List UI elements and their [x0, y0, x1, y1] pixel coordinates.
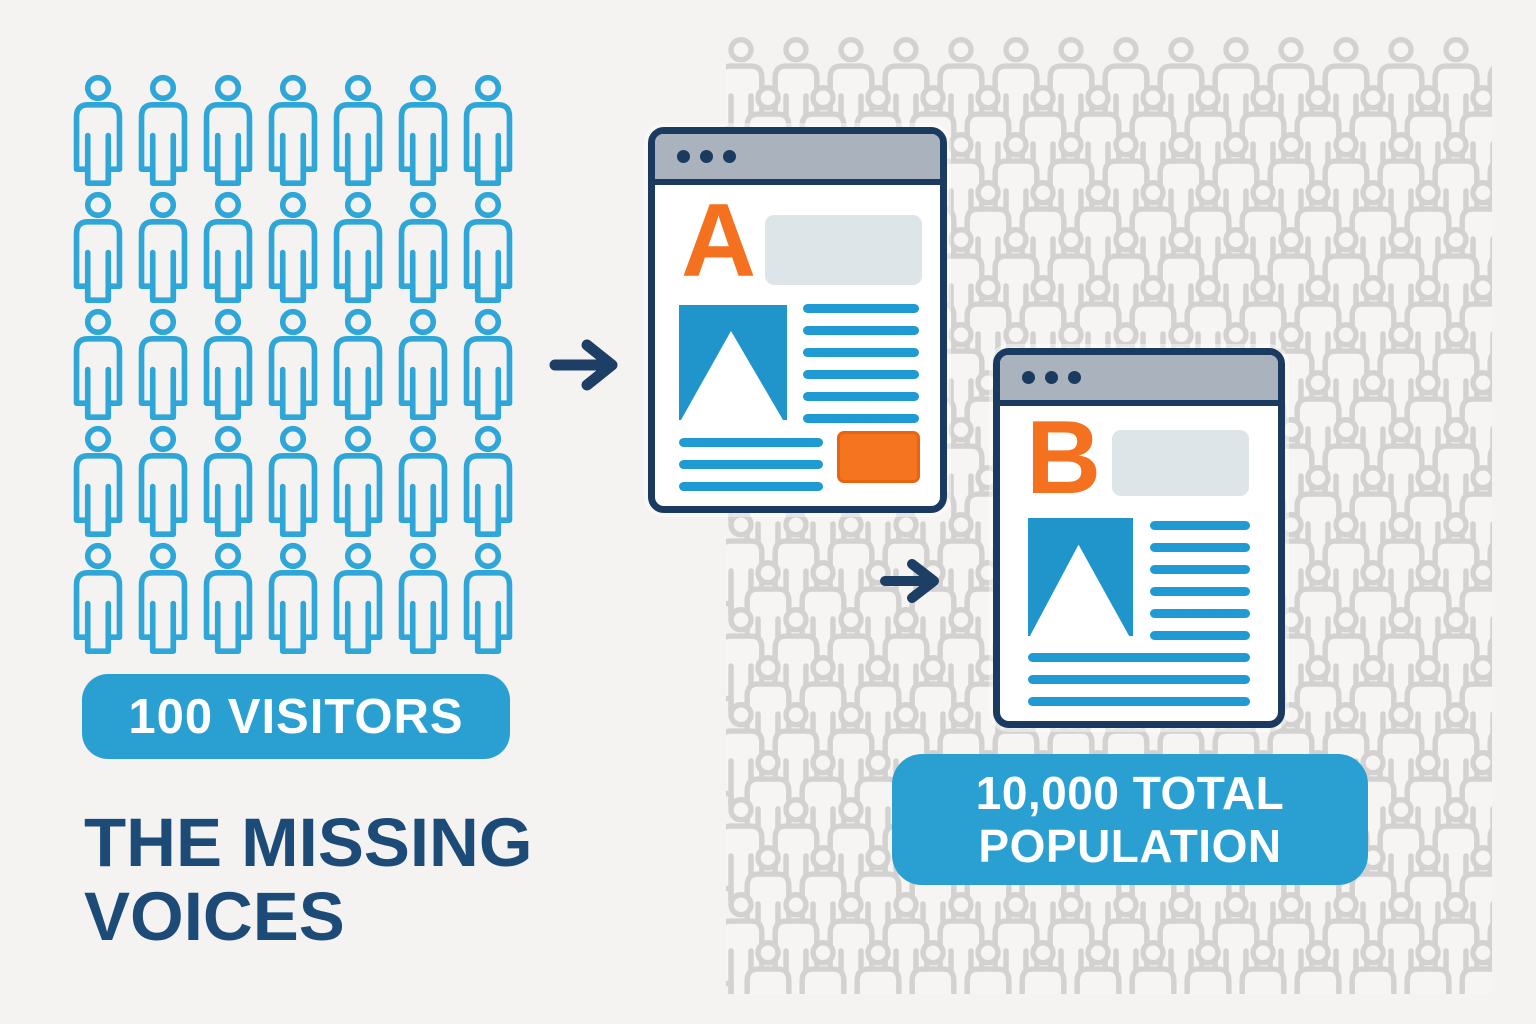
person-icon — [198, 542, 258, 659]
text-line-placeholder — [1150, 609, 1250, 618]
person-icon — [1124, 939, 1182, 994]
person-icon — [1399, 939, 1457, 994]
visitors-count-label: 100 VISITORS — [128, 689, 464, 744]
person-icon — [68, 74, 128, 191]
person-icon — [198, 74, 258, 191]
text-lines-footer — [1028, 653, 1250, 719]
text-line-placeholder — [803, 304, 919, 313]
person-icon — [739, 939, 797, 994]
headline-placeholder — [765, 215, 922, 285]
person-icon — [68, 425, 128, 542]
browser-window-a: A — [648, 127, 947, 513]
text-line-placeholder — [1028, 675, 1250, 684]
window-dot-icon — [677, 150, 690, 163]
person-icon — [263, 191, 323, 308]
browser-chrome-bar — [655, 134, 940, 185]
person-icon — [904, 939, 962, 994]
headline-placeholder — [1112, 430, 1249, 496]
browser-window-b: B — [993, 348, 1285, 728]
person-icon — [458, 191, 518, 308]
cta-button-placeholder — [837, 431, 920, 483]
text-line-placeholder — [1150, 543, 1250, 552]
person-icon — [393, 308, 453, 425]
person-icon — [328, 308, 388, 425]
text-lines-right — [1150, 521, 1250, 653]
person-icon — [458, 425, 518, 542]
person-icon — [133, 542, 193, 659]
text-line-placeholder — [679, 460, 823, 469]
person-icon — [1179, 939, 1237, 994]
visitors-count-badge: 100 VISITORS — [82, 674, 510, 759]
person-icon — [794, 939, 852, 994]
text-line-placeholder — [1028, 697, 1250, 706]
text-lines-footer — [679, 438, 823, 504]
person-icon — [328, 425, 388, 542]
person-icon — [68, 191, 128, 308]
text-lines-right — [803, 304, 919, 436]
browser-chrome-bar — [1000, 355, 1278, 406]
text-line-placeholder — [803, 370, 919, 379]
person-icon — [328, 542, 388, 659]
text-line-placeholder — [1028, 653, 1250, 662]
person-icon — [458, 74, 518, 191]
mountain-image-icon — [679, 305, 787, 420]
window-dot-icon — [1022, 371, 1035, 384]
text-line-placeholder — [1150, 587, 1250, 596]
person-icon — [263, 74, 323, 191]
person-icon — [458, 308, 518, 425]
person-icon — [198, 191, 258, 308]
window-dot-icon — [1045, 371, 1058, 384]
person-icon — [1289, 939, 1347, 994]
person-icon — [1344, 939, 1402, 994]
person-icon — [133, 308, 193, 425]
text-line-placeholder — [1150, 631, 1250, 640]
mountain-image-icon — [1028, 518, 1133, 636]
person-icon — [68, 308, 128, 425]
person-icon — [68, 542, 128, 659]
visitors-icon-grid — [68, 74, 530, 660]
variant-a-label: A — [681, 183, 757, 299]
text-line-placeholder — [679, 482, 823, 491]
text-line-placeholder — [1150, 565, 1250, 574]
text-line-placeholder — [1150, 521, 1250, 530]
text-line-placeholder — [803, 392, 919, 401]
arrow-right-icon — [549, 339, 618, 391]
text-line-placeholder — [679, 438, 823, 447]
page-title-line2: VOICES — [84, 877, 345, 955]
person-icon — [328, 74, 388, 191]
person-icon — [263, 308, 323, 425]
person-icon — [393, 191, 453, 308]
person-icon — [393, 425, 453, 542]
person-icon — [198, 425, 258, 542]
person-icon — [393, 542, 453, 659]
person-icon — [328, 191, 388, 308]
population-count-badge: 10,000 TOTAL POPULATION — [892, 754, 1368, 885]
person-icon — [959, 939, 1017, 994]
person-icon — [133, 74, 193, 191]
window-dot-icon — [723, 150, 736, 163]
person-icon — [1454, 939, 1492, 994]
population-count-line1: 10,000 TOTAL — [975, 767, 1285, 820]
person-icon — [133, 191, 193, 308]
page-title-line1: THE MISSING — [84, 804, 533, 881]
text-line-placeholder — [803, 348, 919, 357]
person-icon — [458, 542, 518, 659]
page-title: THE MISSING VOICES — [84, 806, 533, 954]
person-icon — [133, 425, 193, 542]
person-icon — [393, 74, 453, 191]
person-icon — [1234, 939, 1292, 994]
arrow-right-icon — [880, 559, 939, 603]
text-line-placeholder — [803, 414, 919, 423]
text-line-placeholder — [803, 326, 919, 335]
variant-b-label: B — [1026, 400, 1102, 516]
person-icon — [263, 425, 323, 542]
person-icon — [1014, 939, 1072, 994]
window-dot-icon — [1068, 371, 1081, 384]
population-count-line2: POPULATION — [978, 819, 1282, 872]
person-icon — [849, 939, 907, 994]
person-icon — [263, 542, 323, 659]
window-dot-icon — [700, 150, 713, 163]
person-icon — [1069, 939, 1127, 994]
person-icon — [198, 308, 258, 425]
